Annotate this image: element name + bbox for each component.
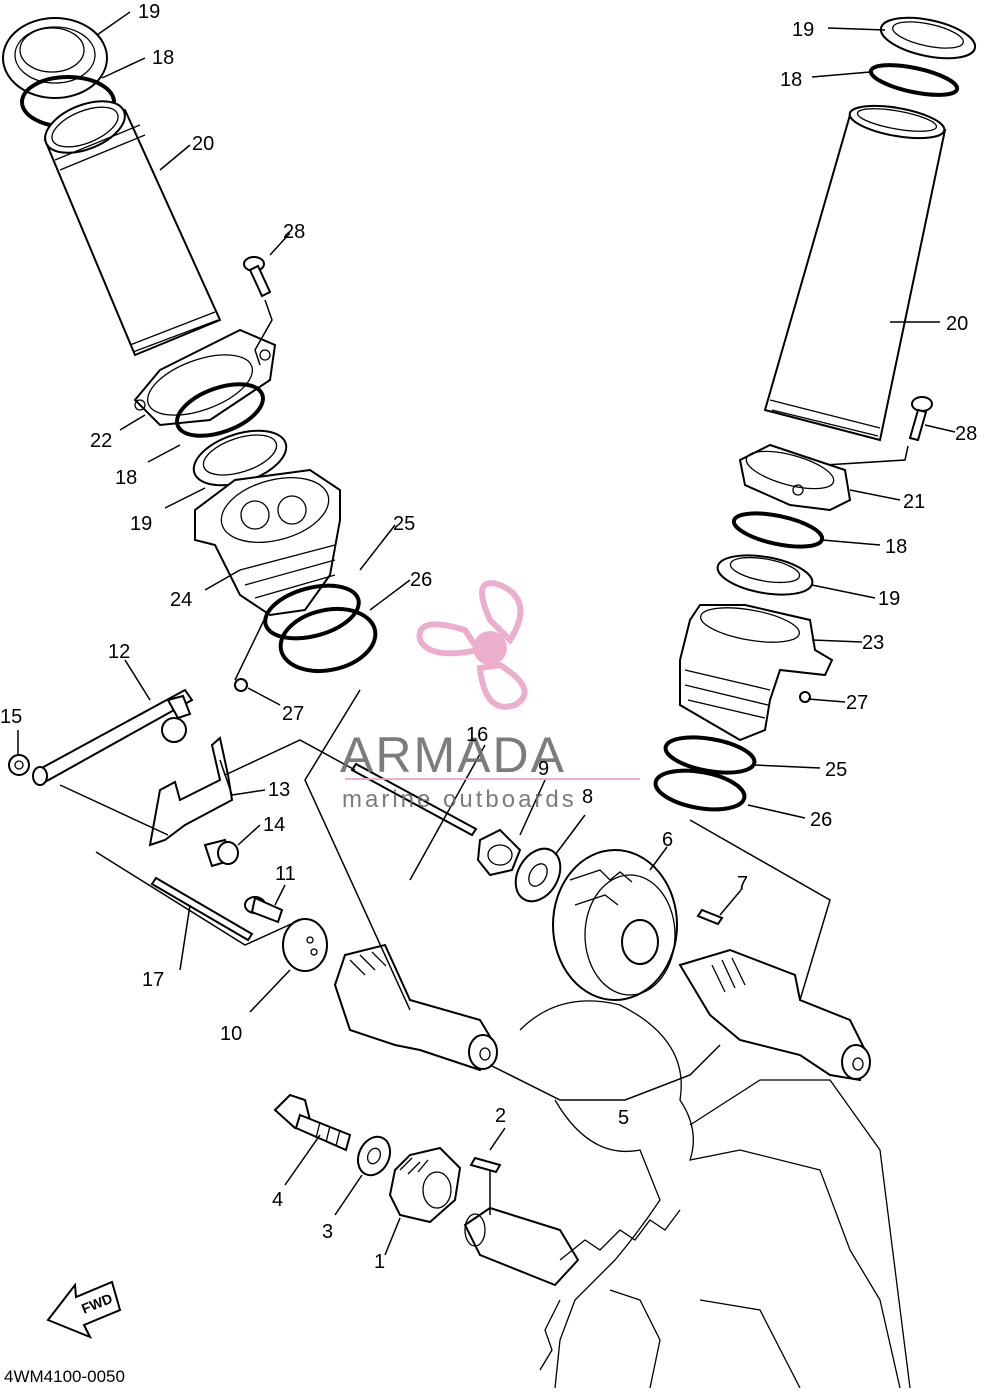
shift-plate bbox=[148, 736, 234, 847]
cam-pin bbox=[150, 876, 254, 942]
callout-18: 18 bbox=[780, 69, 802, 91]
callout-21: 21 bbox=[903, 491, 925, 513]
callout-16: 16 bbox=[466, 724, 488, 746]
callout-10: 10 bbox=[220, 1023, 242, 1045]
right-oil-seal-top bbox=[879, 16, 977, 60]
callout-5: 5 bbox=[618, 1107, 629, 1129]
right-sleeve-tube bbox=[763, 104, 947, 442]
right-lower-casing-23 bbox=[679, 604, 834, 742]
pinion-key bbox=[469, 1156, 502, 1174]
left-dowel-pin bbox=[234, 678, 248, 692]
watermark-tagline: marine outboards bbox=[342, 786, 577, 813]
pinion-bolt bbox=[273, 1093, 352, 1152]
callout-18: 18 bbox=[115, 467, 137, 489]
callout-11: 11 bbox=[275, 863, 296, 885]
left-lower-casing bbox=[194, 468, 341, 617]
pinion-gear bbox=[388, 1146, 462, 1224]
right-bolt-28 bbox=[908, 396, 933, 442]
lower-drive-shaft bbox=[463, 1206, 580, 1287]
fwd-arrow-icon: FWD bbox=[46, 1280, 122, 1339]
callout-27: 27 bbox=[846, 692, 868, 714]
callout-23: 23 bbox=[862, 632, 884, 654]
shift-rod-seal bbox=[8, 754, 30, 776]
callout-24: 24 bbox=[170, 589, 192, 611]
watermark-brand: ARMADA bbox=[340, 727, 566, 783]
callout-18: 18 bbox=[885, 536, 907, 558]
callout-27: 27 bbox=[282, 703, 304, 725]
cam-screw bbox=[244, 896, 284, 924]
drive-shaft-right bbox=[678, 948, 871, 1082]
bushing bbox=[476, 828, 522, 877]
right-housing-21 bbox=[738, 443, 852, 512]
pinion-washer bbox=[356, 1135, 392, 1177]
callout-19: 19 bbox=[138, 1, 160, 23]
callout-28: 28 bbox=[955, 423, 977, 445]
callout-7: 7 bbox=[737, 873, 748, 895]
drive-shaft-left bbox=[333, 943, 498, 1072]
left-oil-seal-housing-top bbox=[2, 17, 108, 99]
callout-13: 13 bbox=[268, 779, 290, 801]
gear-case-outline bbox=[519, 1000, 911, 1389]
armada-watermark: ARMADA marine outboards bbox=[340, 580, 640, 813]
callout-19: 19 bbox=[130, 513, 152, 535]
callout-20: 20 bbox=[946, 313, 968, 335]
reverse-gear bbox=[552, 849, 678, 1001]
leader-lines bbox=[17, 11, 956, 1256]
right-o-ring-mid bbox=[731, 511, 825, 549]
callout-28: 28 bbox=[283, 221, 305, 243]
shift-rod bbox=[32, 688, 194, 786]
propeller-logo-icon bbox=[416, 580, 528, 710]
callout-14: 14 bbox=[263, 814, 285, 836]
callout-17: 17 bbox=[142, 969, 164, 991]
left-o-ring-26 bbox=[278, 607, 378, 673]
left-oil-seal-mid bbox=[192, 429, 288, 487]
right-dowel-pin bbox=[799, 691, 811, 703]
callout-3: 3 bbox=[322, 1221, 333, 1243]
callout-22: 22 bbox=[90, 430, 112, 452]
right-oil-seal-mid bbox=[716, 554, 814, 596]
right-o-ring-25 bbox=[663, 735, 757, 775]
callout-15: 15 bbox=[0, 706, 22, 728]
drawing-code: 4WM4100-0050 bbox=[4, 1367, 125, 1386]
callout-8: 8 bbox=[582, 786, 593, 808]
callout-26: 26 bbox=[810, 809, 832, 831]
callout-20: 20 bbox=[192, 133, 214, 155]
left-bolt-28 bbox=[243, 256, 272, 298]
left-housing-flange bbox=[133, 328, 277, 427]
plate-screw bbox=[203, 838, 239, 868]
left-sleeve-tube bbox=[43, 100, 222, 357]
thrust-washer bbox=[514, 847, 562, 903]
callout-labels: 19 18 20 28 22 18 19 24 25 26 27 12 15 1… bbox=[0, 1, 977, 1273]
right-o-ring-top bbox=[868, 63, 960, 97]
callout-9: 9 bbox=[538, 758, 549, 780]
callout-4: 4 bbox=[272, 1189, 283, 1211]
callout-25: 25 bbox=[825, 759, 847, 781]
callout-6: 6 bbox=[662, 829, 673, 851]
key bbox=[696, 908, 724, 926]
left-o-ring-mid bbox=[175, 382, 265, 438]
right-o-ring-26 bbox=[653, 768, 747, 812]
callout-25: 25 bbox=[393, 513, 415, 535]
callout-18: 18 bbox=[152, 47, 174, 69]
callout-1: 1 bbox=[374, 1251, 385, 1273]
callout-19: 19 bbox=[878, 588, 900, 610]
shift-cam bbox=[282, 918, 328, 972]
callout-12: 12 bbox=[108, 641, 130, 663]
callout-2: 2 bbox=[495, 1105, 506, 1127]
callout-26: 26 bbox=[410, 569, 432, 591]
callout-19: 19 bbox=[792, 19, 814, 41]
left-o-ring-25 bbox=[263, 583, 361, 641]
